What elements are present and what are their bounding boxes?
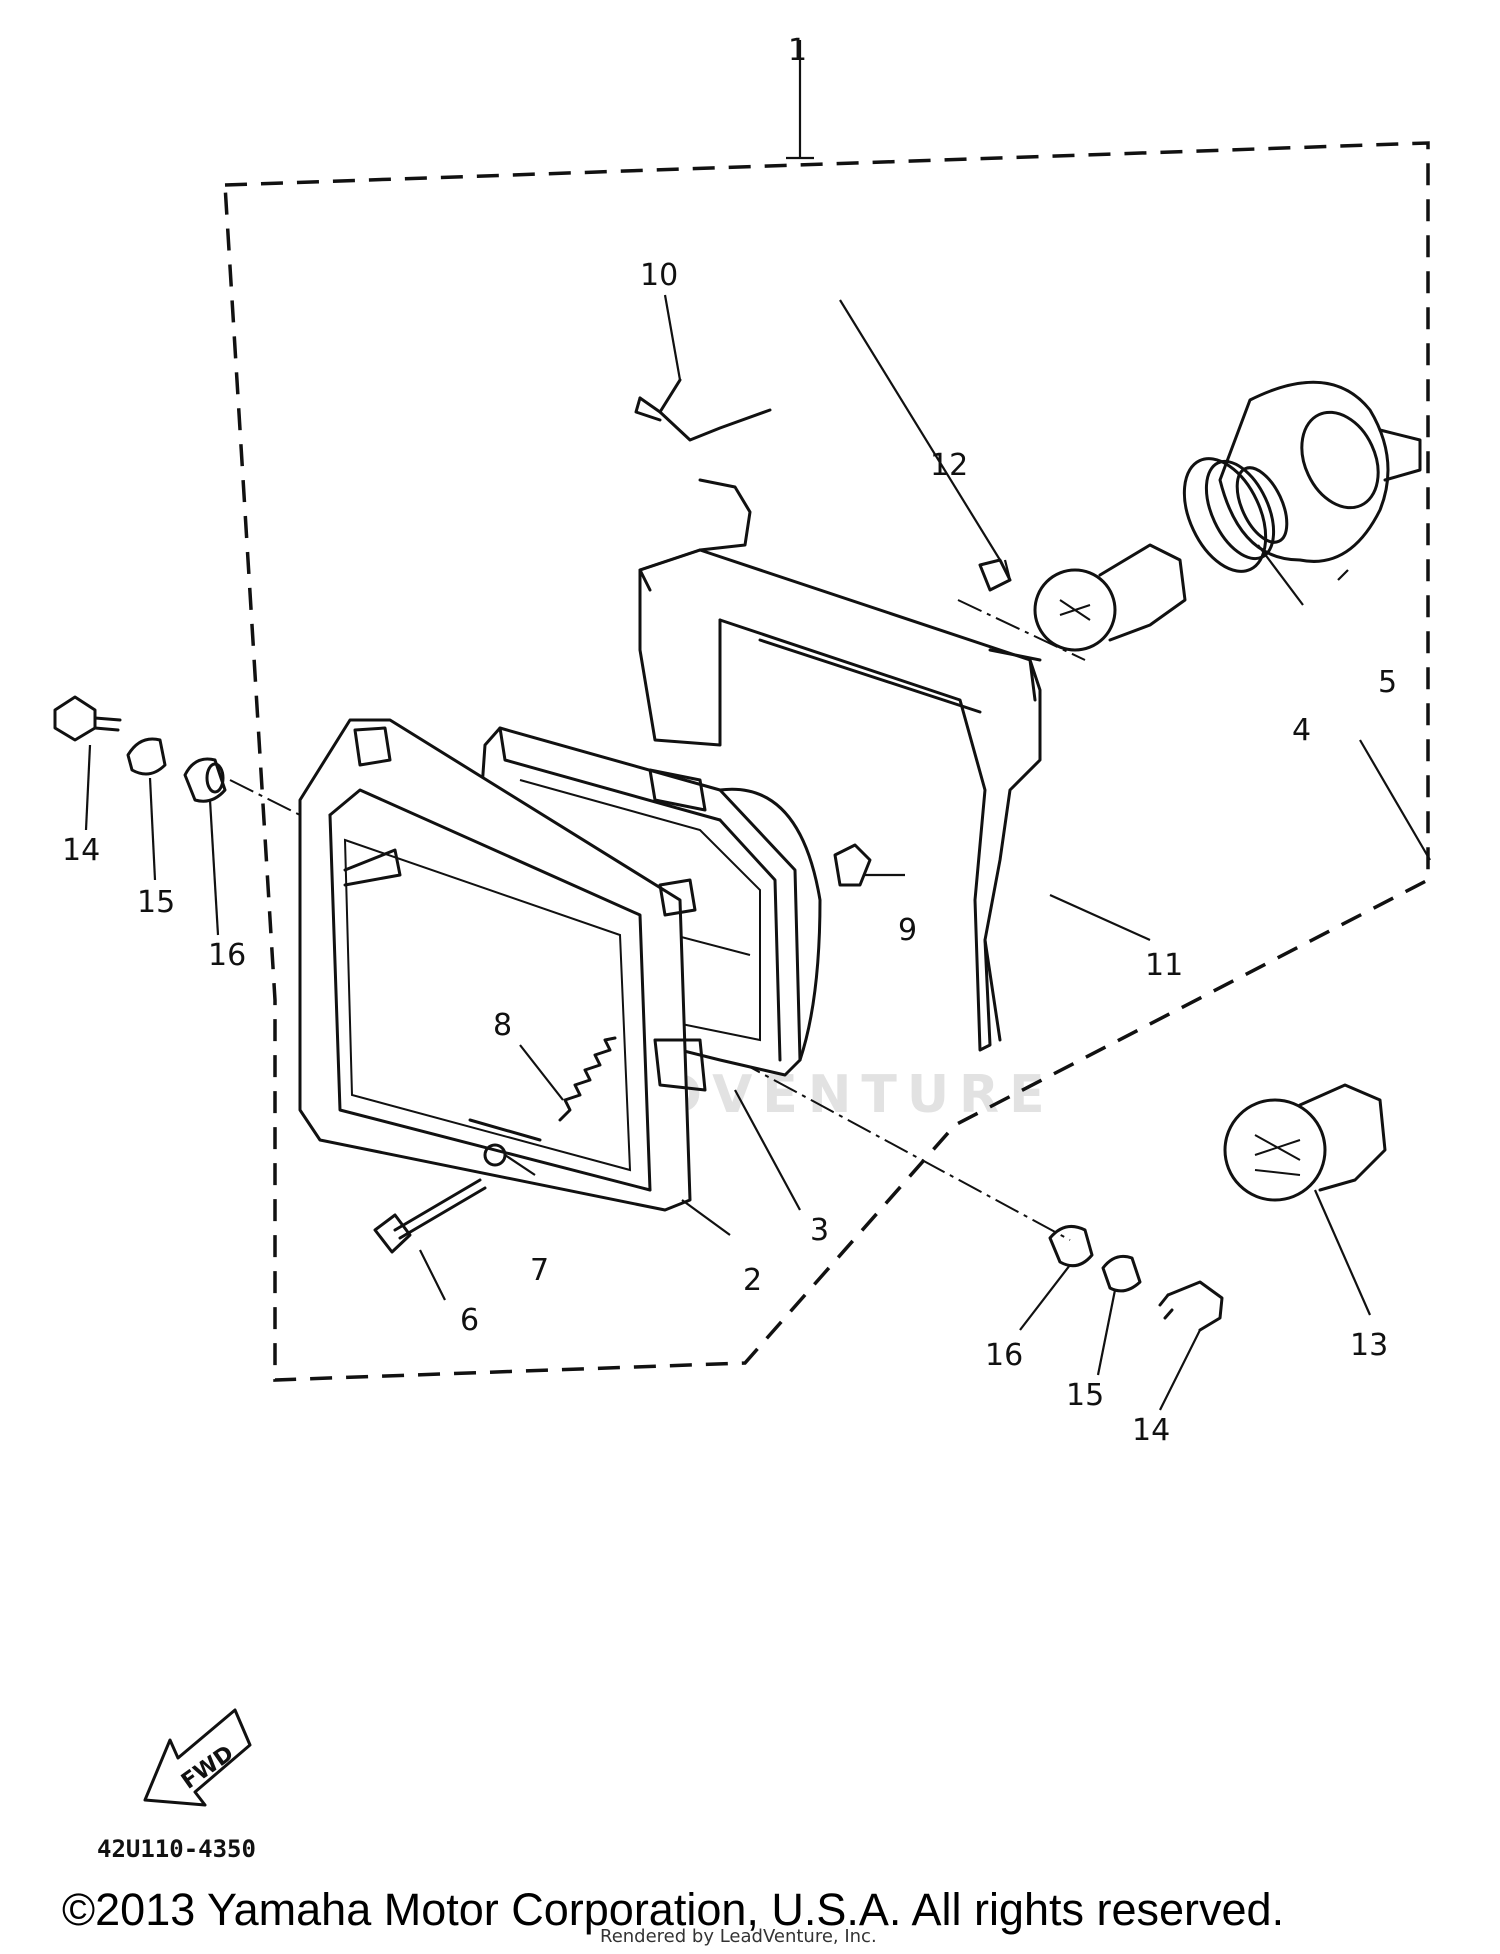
- part-6-screw: [373, 1178, 487, 1254]
- callout-11: 11: [1145, 948, 1183, 983]
- callout-labels: 1 2 3 4 5 6 7 8 9 10 11 12 13 14 15 16 1…: [62, 33, 1397, 1448]
- fasteners-left: [53, 695, 227, 803]
- copyright-notice: ©2013 Yamaha Motor Corporation, U.S.A. A…: [62, 1884, 1284, 1935]
- callout-16-right: 16: [985, 1338, 1023, 1373]
- callout-5: 5: [1378, 665, 1397, 700]
- callout-13: 13: [1350, 1328, 1388, 1363]
- callout-12: 12: [930, 448, 968, 483]
- diagram-code: 42U110-4350: [97, 1835, 256, 1863]
- callout-16-left: 16: [208, 938, 246, 973]
- callout-4: 4: [1292, 713, 1311, 748]
- callout-7: 7: [530, 1253, 549, 1288]
- part-5-cover: [1218, 380, 1422, 563]
- callout-8: 8: [493, 1008, 512, 1043]
- callout-10: 10: [640, 258, 678, 293]
- rendered-by-notice: Rendered by LeadVenture, Inc.: [600, 1926, 877, 1947]
- part-10-clip: [634, 378, 772, 442]
- axis-line-right: [699, 1039, 1071, 1241]
- callout-14-right: 14: [1132, 1413, 1170, 1448]
- callout-2: 2: [743, 1263, 762, 1298]
- part-2-rim: [298, 718, 707, 1212]
- callout-1: 1: [788, 33, 807, 68]
- callout-15-right: 15: [1066, 1378, 1104, 1413]
- assembly-boundary: [223, 40, 1430, 1382]
- fwd-arrow: FWD: [143, 1708, 252, 1807]
- bulb-upper: [1033, 543, 1187, 652]
- callout-15-left: 15: [137, 885, 175, 920]
- callout-6: 6: [460, 1303, 479, 1338]
- part-9-nut: [833, 843, 872, 887]
- leader-lines: [84, 294, 1431, 1411]
- part-11-bracket: [638, 478, 1042, 1052]
- part-8-spring: [558, 1036, 617, 1122]
- part-13-bulb: [1223, 1083, 1387, 1202]
- axis-line-top: [957, 599, 1086, 661]
- part-4-socket-ring: [1182, 457, 1289, 573]
- axis-line-left: [229, 779, 301, 816]
- fasteners-right: [1048, 1224, 1224, 1332]
- callout-3: 3: [810, 1213, 829, 1248]
- callout-14-left: 14: [62, 833, 100, 868]
- callout-9: 9: [898, 913, 917, 948]
